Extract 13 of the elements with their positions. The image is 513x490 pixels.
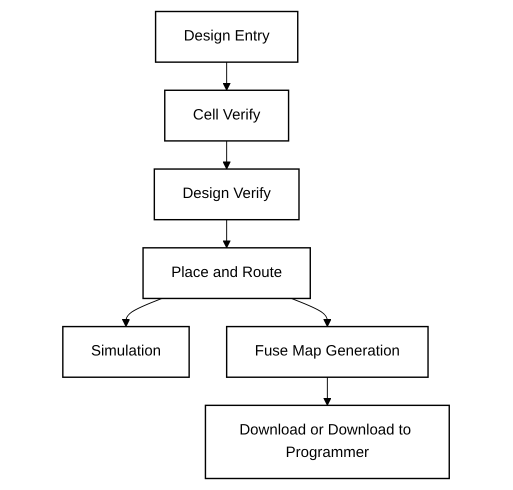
node-box: Cell Verify	[164, 90, 290, 142]
node-box: Simulation	[62, 326, 190, 378]
node-box: Download or Download to Programmer	[205, 404, 450, 480]
arrow	[122, 298, 163, 327]
arrow	[223, 140, 232, 170]
arrow	[291, 298, 332, 327]
node-box: Fuse Map Generation	[226, 326, 430, 378]
arrow	[223, 62, 232, 91]
node-box: Design Verify	[154, 168, 300, 220]
node-box: Design Entry	[155, 10, 299, 63]
arrow	[223, 219, 232, 248]
arrow	[324, 376, 332, 406]
node-box: Place and Route	[142, 247, 312, 300]
